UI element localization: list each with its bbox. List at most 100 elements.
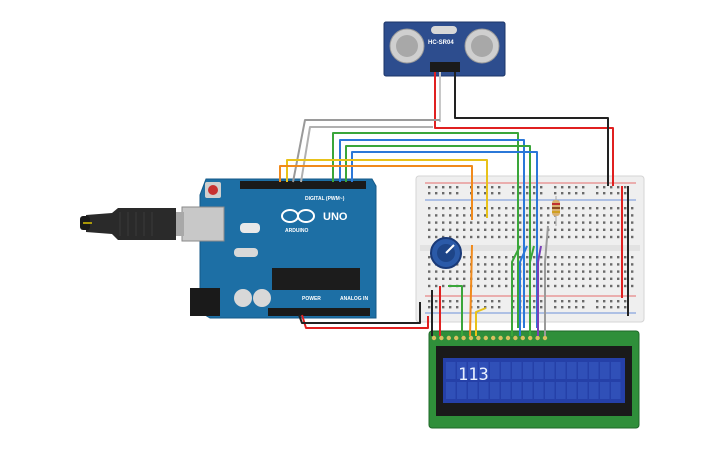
breadboard-hole xyxy=(561,300,564,303)
breadboard-hole xyxy=(442,306,445,309)
breadboard-hole xyxy=(428,277,431,280)
breadboard-hole xyxy=(449,228,452,231)
breadboard-hole xyxy=(589,228,592,231)
breadboard-hole xyxy=(610,192,613,195)
breadboard-hole xyxy=(596,214,599,217)
breadboard-hole xyxy=(610,270,613,273)
lcd-16x2-display[interactable]: 113 xyxy=(428,330,640,429)
breadboard-hole xyxy=(596,192,599,195)
breadboard-hole xyxy=(491,300,494,303)
wire-gray-2 xyxy=(300,126,433,183)
breadboard-hole xyxy=(568,192,571,195)
breadboard-hole xyxy=(526,284,529,288)
breadboard-hole xyxy=(484,235,487,239)
breadboard-hole xyxy=(540,277,543,280)
breadboard-hole xyxy=(491,284,494,288)
breadboard-hole xyxy=(603,300,606,303)
breadboard-hole xyxy=(428,214,431,217)
crystal-oscillator xyxy=(431,26,457,34)
lcd-pin xyxy=(446,335,451,341)
breadboard-hole xyxy=(456,235,459,239)
breadboard-hole xyxy=(561,256,564,259)
breadboard-hole xyxy=(512,306,515,309)
breadboard-hole xyxy=(547,256,550,259)
breadboard-hole xyxy=(554,228,557,231)
breadboard-hole xyxy=(477,300,480,303)
lcd-cell xyxy=(545,382,555,399)
breadboard-hole xyxy=(540,221,543,224)
breadboard-hole xyxy=(512,256,515,259)
breadboard-hole xyxy=(582,228,585,231)
breadboard-hole xyxy=(554,306,557,309)
breadboard-hole xyxy=(435,221,438,224)
breadboard-hole xyxy=(512,192,515,195)
breadboard-hole xyxy=(519,192,522,195)
breadboard-hole xyxy=(610,256,613,259)
breadboard-hole xyxy=(519,214,522,217)
breadboard-hole xyxy=(533,306,536,309)
breadboard-hole xyxy=(568,221,571,224)
breadboard-hole xyxy=(484,306,487,309)
breadboard-hole xyxy=(596,284,599,288)
sensor-model-label: HC-SR04 xyxy=(428,40,454,46)
breadboard-hole xyxy=(589,235,592,239)
breadboard-hole xyxy=(519,221,522,224)
lcd-cell xyxy=(468,362,478,379)
breadboard-hole xyxy=(624,300,627,303)
breadboard-hole xyxy=(582,192,585,195)
breadboard-hole xyxy=(617,228,620,231)
hc-sr04-sensor[interactable]: HC-SR04 xyxy=(383,21,506,77)
arduino-uno-board[interactable]: UNO ARDUINO DIGITAL (PWM~) POWER ANALOG … xyxy=(80,178,377,319)
breadboard-hole xyxy=(484,277,487,280)
breadboard-hole xyxy=(498,221,501,224)
breadboard-hole xyxy=(533,270,536,273)
breadboard-hole xyxy=(575,214,578,217)
breadboard-hole xyxy=(596,263,599,266)
breadboard-hole xyxy=(582,207,585,210)
digital-header-label: DIGITAL (PWM~) xyxy=(305,196,345,202)
breadboard-hole xyxy=(624,277,627,280)
lcd-pin xyxy=(513,335,518,341)
breadboard-hole xyxy=(526,221,529,224)
breadboard-hole xyxy=(610,186,613,189)
breadboard-hole xyxy=(442,277,445,280)
lcd-cell xyxy=(589,382,599,399)
lcd-cell xyxy=(446,362,456,379)
breadboard-hole xyxy=(554,186,557,189)
breadboard-hole xyxy=(484,186,487,189)
breadboard-hole xyxy=(449,221,452,224)
lcd-pin xyxy=(439,335,444,341)
lcd-cell xyxy=(501,382,511,399)
breadboard-hole xyxy=(554,235,557,239)
breadboard-hole xyxy=(463,270,466,273)
lcd-cell xyxy=(512,382,522,399)
breadboard-hole xyxy=(561,284,564,288)
breadboard-hole xyxy=(589,256,592,259)
breadboard-hole xyxy=(575,263,578,266)
breadboard-hole xyxy=(540,235,543,239)
lcd-cell xyxy=(446,382,456,399)
potentiometer[interactable] xyxy=(430,237,462,269)
breadboard-hole xyxy=(610,221,613,224)
breadboard-hole xyxy=(484,228,487,231)
breadboard-hole xyxy=(428,270,431,273)
breadboard-hole xyxy=(477,277,480,280)
breadboard-hole xyxy=(575,284,578,288)
breadboard-hole xyxy=(442,284,445,288)
breadboard-hole xyxy=(631,207,634,210)
wire-gnd-black xyxy=(298,302,421,324)
breadboard-hole xyxy=(498,306,501,309)
wire-lcd-green-a xyxy=(511,245,521,336)
lcd-pin xyxy=(542,335,548,341)
breadboard-hole xyxy=(603,256,606,259)
breadboard-hole xyxy=(596,256,599,259)
breadboard-hole xyxy=(512,300,515,303)
breadboard-hole xyxy=(582,306,585,309)
breadboard-hole xyxy=(463,256,466,259)
breadboard-hole xyxy=(540,228,543,231)
breadboard-hole xyxy=(477,186,480,189)
lcd-pin xyxy=(476,335,481,341)
breadboard-hole xyxy=(533,256,536,259)
breadboard-hole xyxy=(617,221,620,224)
lcd-cell xyxy=(490,382,500,399)
